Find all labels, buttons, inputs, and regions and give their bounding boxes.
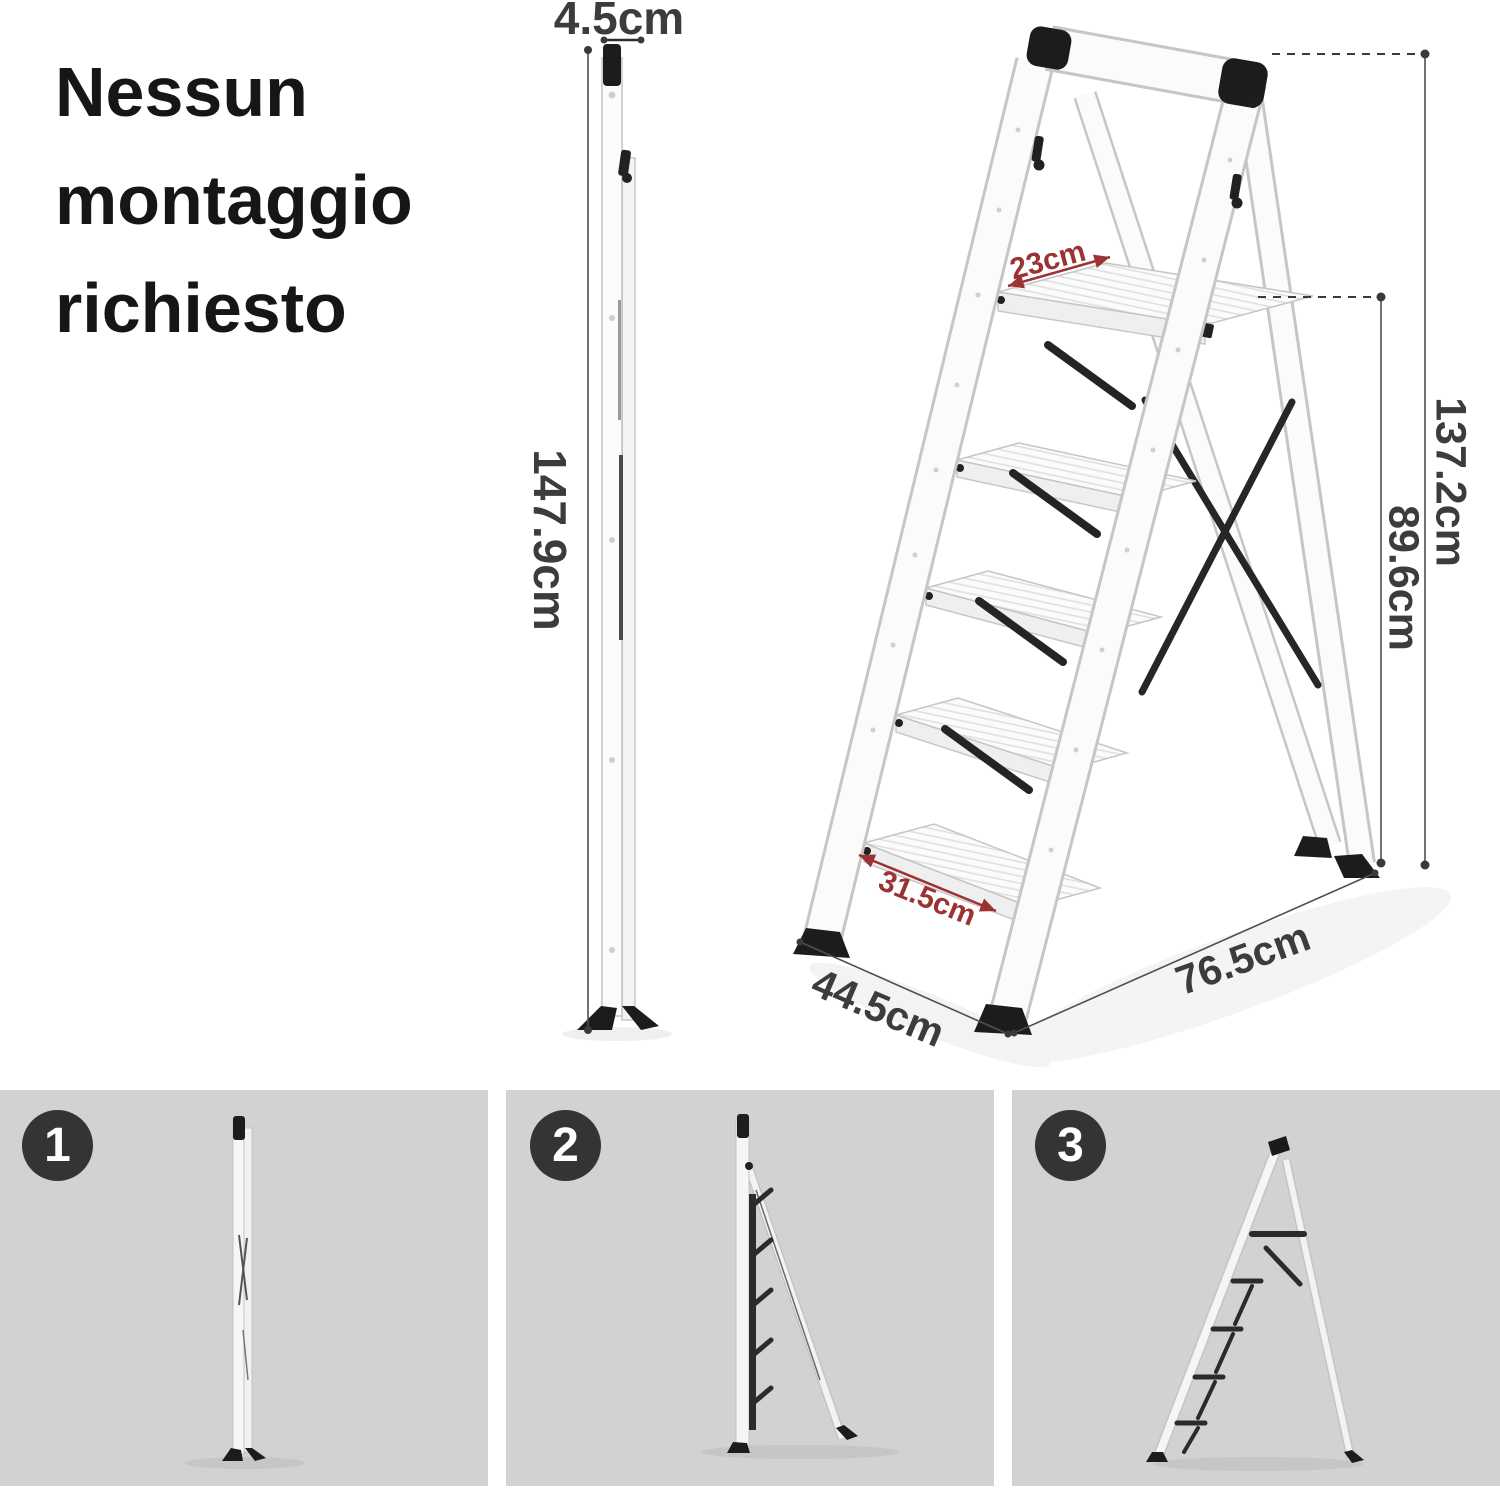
folded-width-dimension-label: 4.5cm (553, 0, 685, 44)
assembly-panels (0, 1090, 1500, 1486)
dimension-lines (584, 36, 1430, 1038)
step-1-number: 1 (44, 1119, 71, 1172)
headline-line-1: Nessun (55, 53, 308, 131)
step-1-badge: 1 (22, 1110, 93, 1181)
headline-line-3: richiesto (55, 269, 347, 347)
folded-ladder-latch-hook (622, 173, 632, 183)
platform-height-dimension-label: 89.6cm (1379, 505, 1428, 651)
step-2-number: 2 (552, 1119, 579, 1172)
handrail-corner-cap (1218, 58, 1268, 108)
step-2-badge: 2 (530, 1110, 601, 1181)
ladder-foot (1334, 854, 1380, 878)
ladder-foot (974, 1004, 1032, 1035)
step-3-number: 3 (1057, 1119, 1084, 1172)
rail-latch-hook (1033, 159, 1045, 171)
ladder-foot (793, 928, 850, 958)
folded-ladder-foot (577, 1006, 617, 1030)
handrail-corner-cap (1026, 26, 1072, 70)
ladder-foot (1294, 836, 1332, 858)
folded-ladder-foot (622, 1006, 659, 1030)
mini-ladder-folded (185, 1116, 305, 1469)
headline: Nessun montaggio richiesto (55, 38, 413, 362)
folded-ladder-illustration (577, 44, 659, 1030)
mini-ladder-half-open (700, 1114, 900, 1459)
rail-rivets (870, 127, 1233, 853)
rail-latch-hook (1231, 197, 1243, 209)
total-height-dimension-label: 137.2cm (1426, 397, 1475, 567)
folded-ladder-top-cap (603, 44, 621, 86)
step-3-badge: 3 (1035, 1110, 1106, 1181)
mini-ladder-open (1146, 1136, 1364, 1471)
folded-height-dimension-label: 147.9cm (524, 449, 576, 631)
rear-cross-brace (1138, 398, 1296, 696)
headline-line-2: montaggio (55, 161, 413, 239)
